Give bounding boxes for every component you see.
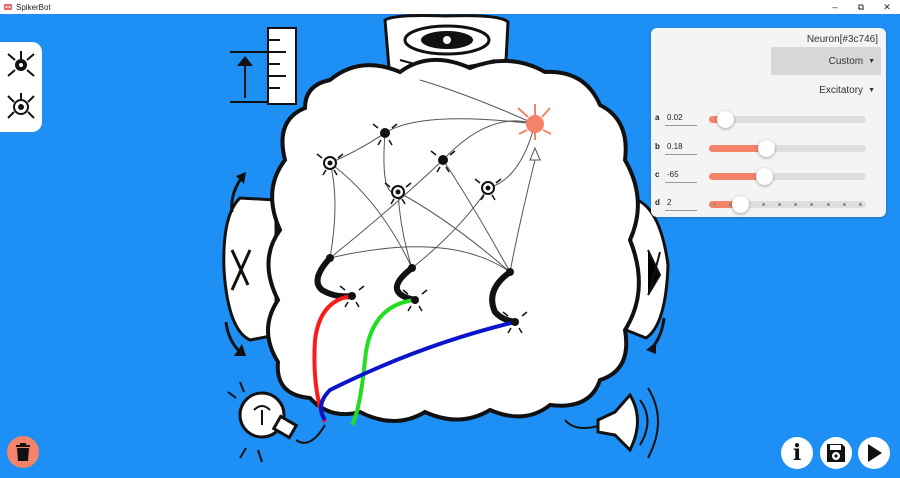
neuron-node[interactable] (384, 182, 412, 205)
maximize-button[interactable]: ⧉ (857, 1, 865, 12)
red-wire (312, 294, 353, 423)
param-d-row: d (655, 193, 880, 213)
slider-thumb[interactable] (732, 196, 750, 213)
save-icon (827, 444, 845, 462)
selected-neuron[interactable] (517, 104, 552, 161)
param-c-input[interactable] (665, 167, 697, 183)
neuron-node[interactable] (474, 178, 502, 201)
motor-neuron[interactable] (326, 254, 365, 308)
close-button[interactable]: ✕ (883, 1, 891, 12)
left-wheel-icon (222, 196, 278, 342)
param-d-label: d (655, 198, 660, 207)
slider-thumb[interactable] (716, 111, 734, 128)
param-a-slider[interactable] (709, 111, 866, 128)
param-b-row: b (655, 137, 880, 157)
title-bar: SpikerBot – ⧉ ✕ (0, 0, 900, 14)
param-b-label: b (655, 142, 660, 151)
info-icon: i (792, 440, 802, 466)
blue-wire (319, 320, 516, 422)
green-wire (350, 298, 416, 426)
param-c-label: c (655, 170, 660, 179)
speaker-icon[interactable] (564, 387, 659, 459)
neuron-node[interactable] (316, 153, 344, 176)
synapse-connections (329, 79, 536, 273)
neuron-eye-icon (7, 93, 35, 119)
param-c-slider[interactable] (709, 168, 866, 185)
minimize-button[interactable]: – (832, 1, 838, 12)
trash-icon (16, 443, 30, 461)
play-button[interactable] (858, 437, 890, 469)
param-d-slider[interactable] (709, 196, 866, 213)
neuron-palette (0, 42, 42, 132)
play-icon (868, 444, 882, 462)
param-b-slider[interactable] (709, 140, 866, 157)
app-logo-icon (4, 4, 12, 10)
slider-thumb[interactable] (757, 140, 775, 157)
param-b-input[interactable] (665, 139, 697, 155)
neuron-type-dropdown[interactable]: Excitatory ▼ (771, 80, 881, 100)
delete-button[interactable] (7, 436, 39, 468)
param-a-input[interactable] (665, 110, 697, 126)
motor-neuron[interactable] (502, 268, 528, 334)
caret-down-icon: ▼ (868, 86, 875, 94)
brain-area[interactable] (266, 57, 641, 423)
neuron-add-icon (7, 51, 35, 77)
param-a-row: a (655, 108, 880, 128)
param-c-row: c (655, 165, 880, 185)
light-bulb-icon[interactable] (227, 381, 326, 463)
neuron-node[interactable] (372, 123, 398, 146)
neuron-node[interactable] (430, 150, 456, 173)
window-title: SpikerBot (16, 2, 51, 12)
slider-thumb[interactable] (755, 168, 773, 185)
add-visual-neuron-button[interactable] (4, 88, 38, 126)
scale-ruler-icon (230, 27, 297, 105)
caret-down-icon: ▼ (868, 57, 875, 65)
neuron-id-title: Neuron[#3c746] (806, 34, 878, 45)
preset-value: Custom (828, 55, 864, 67)
brain-canvas[interactable] (0, 14, 900, 478)
motor-neuron[interactable] (402, 264, 428, 312)
info-button[interactable]: i (781, 437, 813, 469)
param-d-input[interactable] (665, 195, 697, 211)
add-neuron-button[interactable] (4, 46, 38, 84)
neuron-type-value: Excitatory (819, 84, 864, 96)
param-a-label: a (655, 113, 660, 122)
turn-arrow-icon (230, 179, 242, 213)
save-button[interactable] (820, 437, 852, 469)
preset-dropdown[interactable]: Custom ▼ (771, 47, 881, 75)
neuron-properties-panel: Neuron[#3c746] Custom ▼ Excitatory ▼ a b… (651, 28, 886, 217)
